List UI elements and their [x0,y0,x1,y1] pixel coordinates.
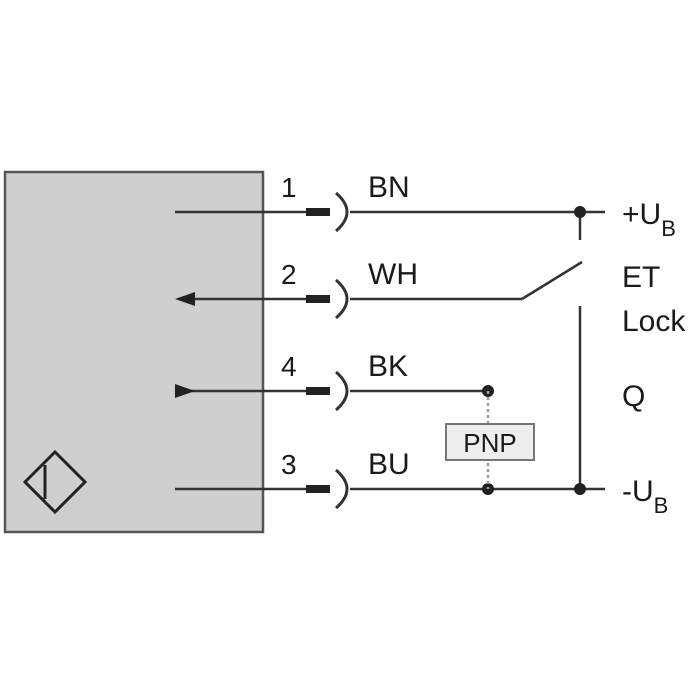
diamond-sensor-icon [22,449,88,515]
terminal-q: Q [622,380,645,413]
terminal-lock: Lock [622,305,686,338]
arrow-right-icon [175,384,195,398]
pin-stub-3 [306,485,330,493]
pin-number-3: 3 [281,449,297,480]
socket-arc-1 [334,191,349,233]
pin-stub-2 [306,295,330,303]
pnp-box [445,423,535,461]
wire-color-wh: WH [368,258,418,291]
wire-color-bu: BU [368,448,410,481]
terminal-plus-ub: +UB [622,198,676,241]
pin-number-1: 1 [281,172,297,203]
switch-blade [521,260,583,301]
pin-stub-1 [306,208,330,216]
junction-dot-ub-plus [574,206,586,218]
sensor-body [3,170,265,534]
arrow-left-icon [175,292,195,306]
socket-arc-4 [334,370,349,412]
socket-arc-2 [334,278,349,320]
pin-number-2: 2 [281,259,297,290]
socket-arc-3 [334,468,349,510]
junction-dot-ub-minus [574,483,586,495]
wire-color-bn: BN [368,171,410,204]
terminal-et: ET [622,261,660,294]
pin-stub-4 [306,387,330,395]
pin-number-4: 4 [281,351,297,382]
wire-color-bk: BK [368,350,408,383]
terminal-minus-ub: -UB [622,475,668,518]
pnp-label: PNP [463,428,516,458]
